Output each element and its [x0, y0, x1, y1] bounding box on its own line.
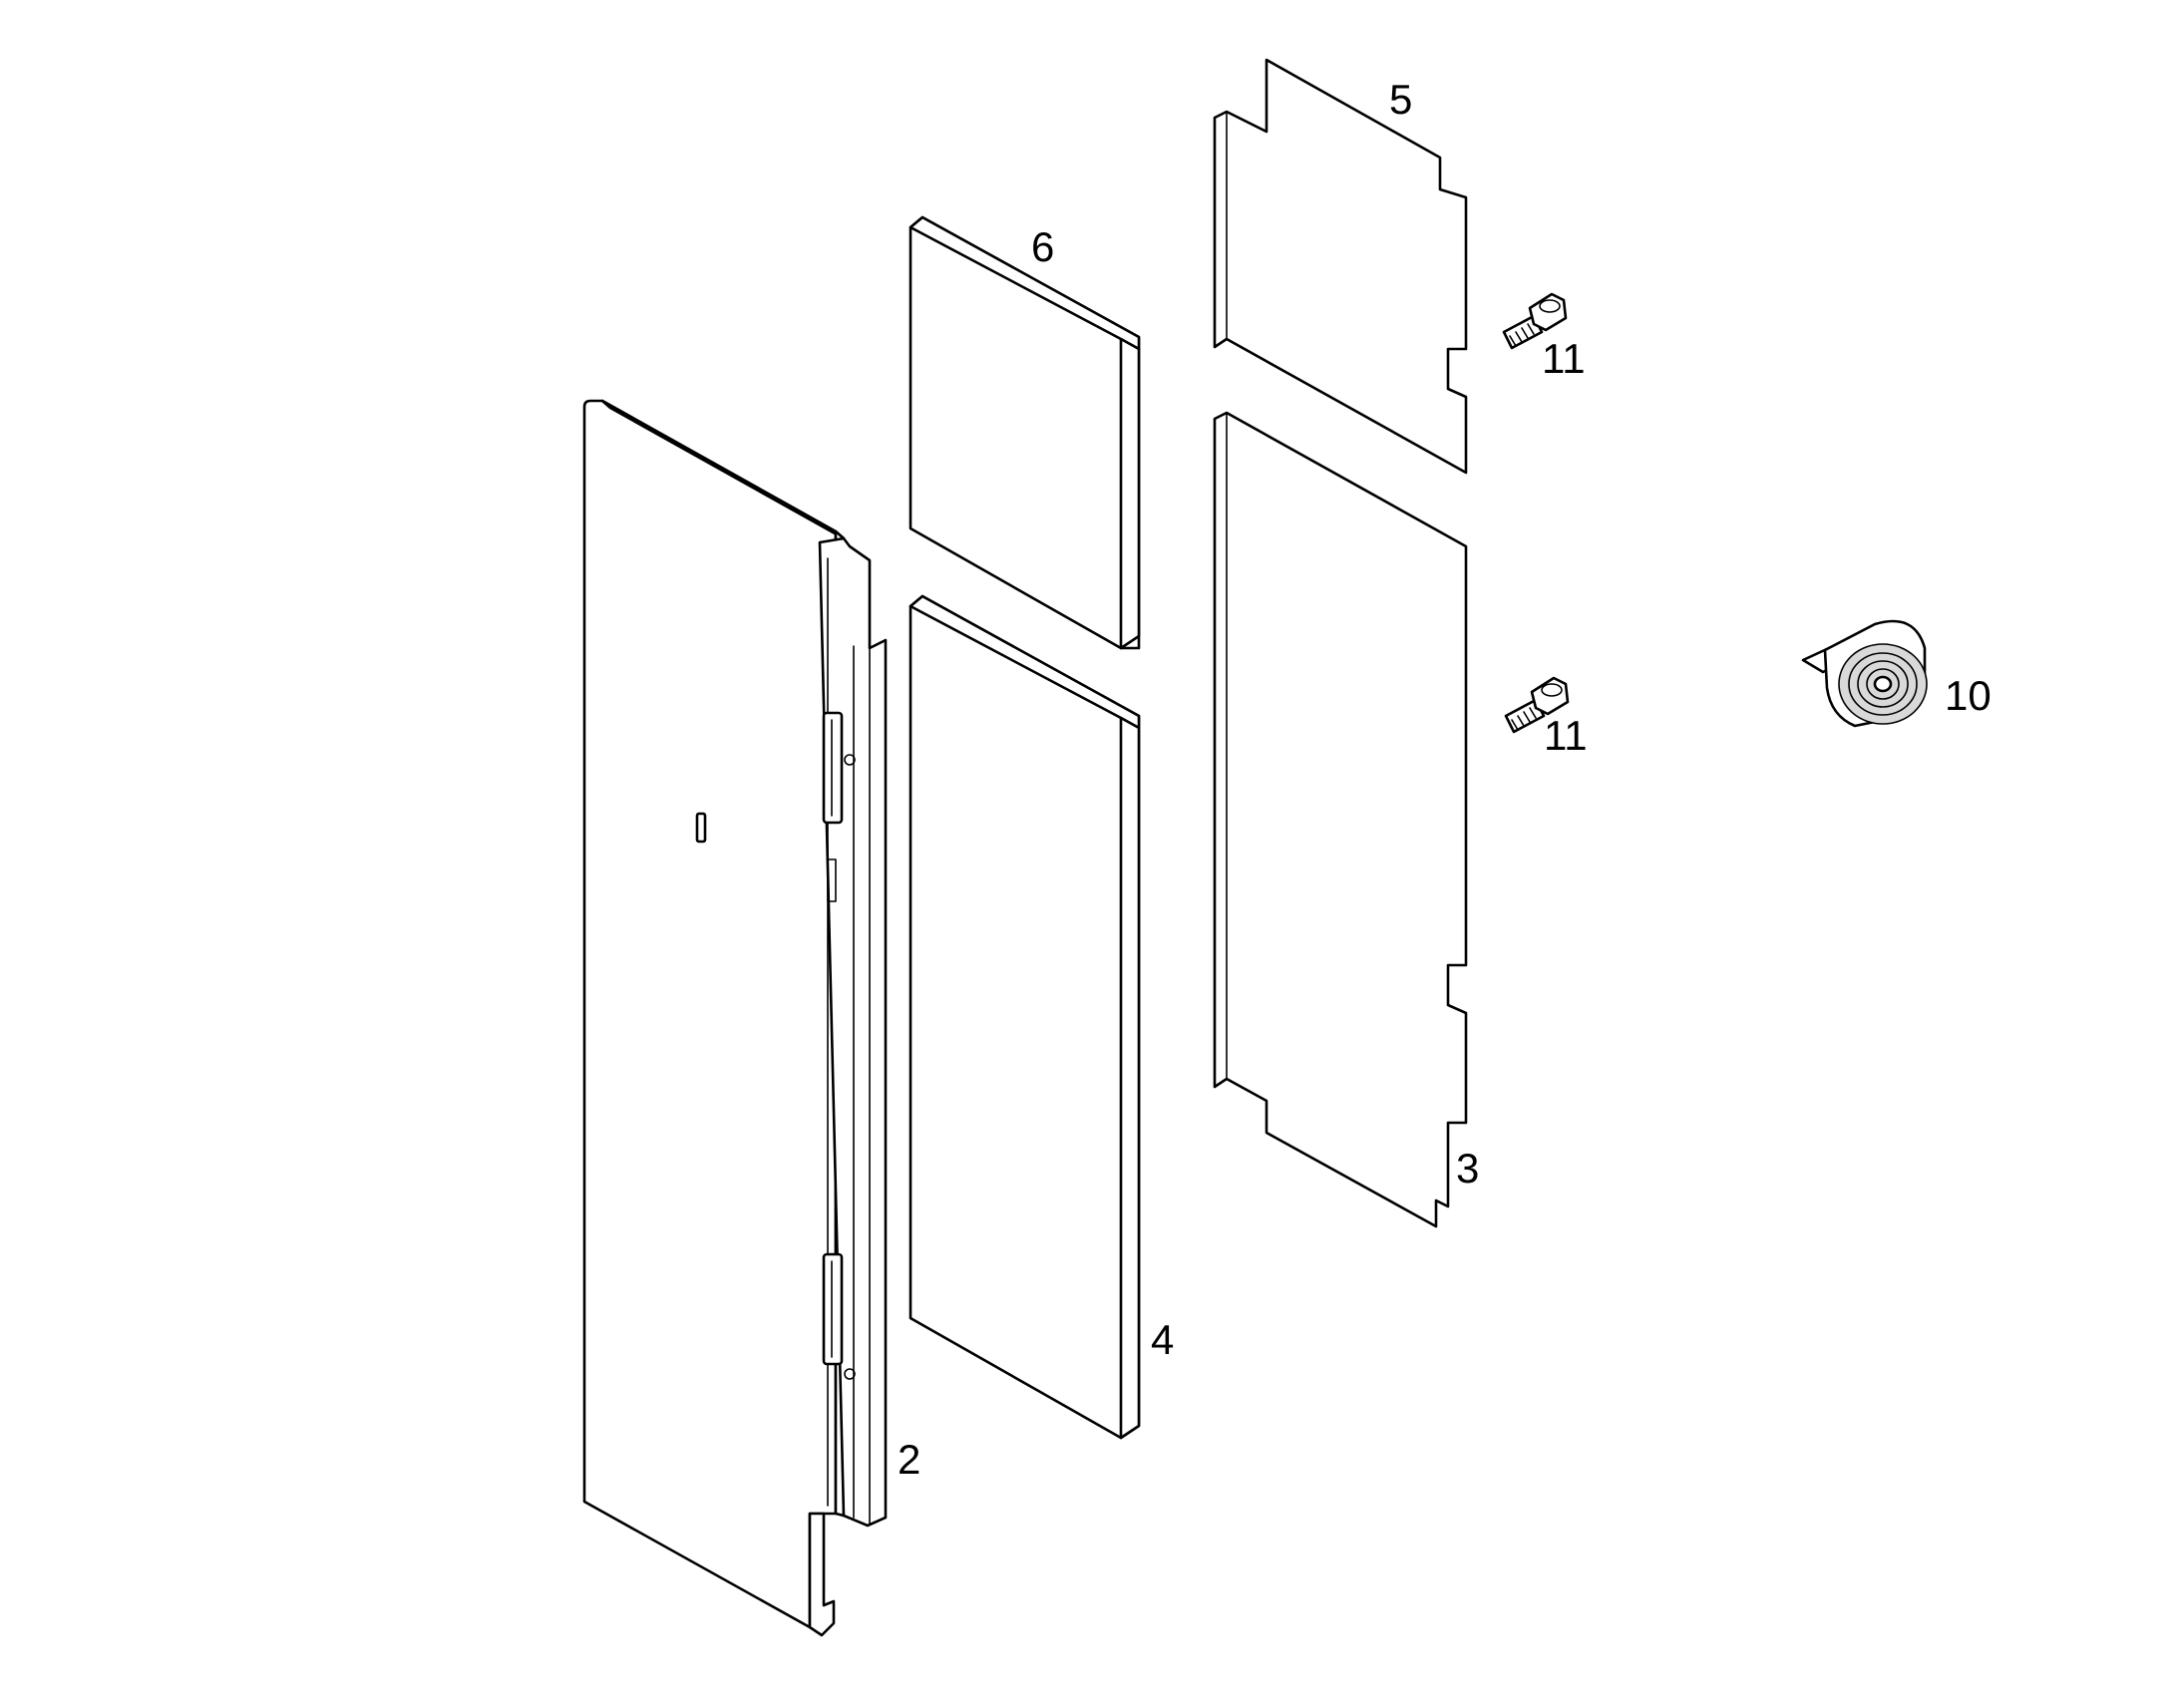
lower-hinge [822, 1252, 844, 1366]
callout-rear-panel: 3 [1456, 1145, 1479, 1192]
upper-panel [1213, 58, 1468, 475]
callout-sealing-tape: 10 [1945, 672, 1992, 719]
callout-upper-insulation: 6 [1031, 223, 1054, 270]
latch-mark [827, 858, 837, 902]
callout-screw-lower: 11 [1544, 712, 1588, 759]
rear-panel [1213, 411, 1468, 1228]
callout-door: 2 [898, 1436, 920, 1483]
door-slot [695, 812, 707, 844]
sealing-tape-roll [1801, 619, 1928, 728]
upper-insulation-block [908, 215, 1141, 650]
callout-screw-upper: 11 [1542, 335, 1586, 382]
screw-lower [1504, 676, 1570, 734]
callout-upper-panel: 5 [1389, 76, 1412, 123]
callout-lower-insulation: 4 [1151, 1316, 1174, 1363]
upper-hinge [822, 711, 844, 825]
door-panel [582, 399, 888, 1637]
screw-upper [1502, 292, 1568, 350]
lower-insulation-block [908, 594, 1141, 1440]
